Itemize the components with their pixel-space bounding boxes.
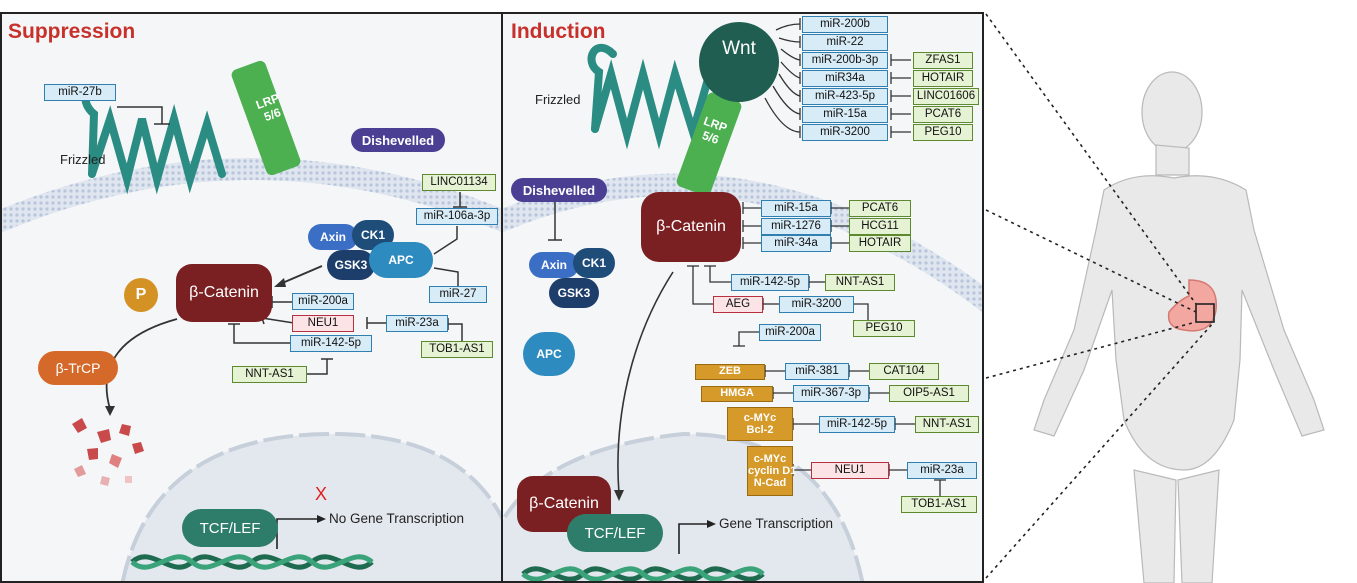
gsk3-node: GSK3 <box>327 250 375 280</box>
tcf-lef-node: TCF/LEF <box>182 509 278 547</box>
lncrna-box: LINC01606 <box>913 88 979 105</box>
mirna-box: miR-200b-3p <box>802 52 888 69</box>
frizzled-receptor-icon <box>587 43 712 150</box>
mirna-box: miR-27b <box>44 84 116 101</box>
lncrna-box: NNT-AS1 <box>825 274 895 291</box>
lrp-receptor <box>231 60 301 176</box>
lncrna-box: TOB1-AS1 <box>901 496 977 513</box>
mirna-box: miR-34a <box>761 235 831 252</box>
mirna-box: miR-3200 <box>779 296 854 313</box>
mirna-box: miR-142-5p <box>290 335 372 352</box>
target-gene-box: ZEB <box>695 364 765 380</box>
ck1-node: CK1 <box>573 248 615 278</box>
block-mark: X <box>315 484 328 504</box>
suppression-panel: Suppression miR-27b Frizzled LRP 5/6 Dis… <box>0 12 503 583</box>
target-gene-box: c-MYc Bcl-2 <box>727 407 793 441</box>
mirna-box: miR-23a <box>386 315 448 332</box>
btrcp-node: β-TrCP <box>38 351 118 385</box>
phosphate-node: P <box>124 278 158 312</box>
lncrna-box: PCAT6 <box>913 106 973 123</box>
frizzled-label: Frizzled <box>535 92 581 107</box>
lncrna-box: PEG10 <box>853 320 915 337</box>
degradation-fragments <box>72 418 144 486</box>
apc-node: APC <box>523 332 575 376</box>
mirna-box: miR-22 <box>802 34 888 51</box>
beta-catenin-node: β-Catenin <box>641 192 741 262</box>
induction-panel: Induction Wnt Frizzled LRP 5/6 miR-200b … <box>501 12 984 583</box>
mirna-box: miR-142-5p <box>731 274 809 291</box>
mirna-box: miR-27 <box>429 286 487 303</box>
mirna-box: miR-3200 <box>802 124 888 141</box>
lncrna-box: HOTAIR <box>913 70 973 87</box>
mirna-box: miR-15a <box>761 200 831 217</box>
lncrna-box: LINC01134 <box>422 174 496 191</box>
lncrna-box: HCG11 <box>849 218 911 235</box>
mirna-box: miR-381 <box>785 363 849 380</box>
lncrna-box: NNT-AS1 <box>915 416 979 433</box>
lncrna-box: OIP5-AS1 <box>889 385 969 402</box>
gsk3-node: GSK3 <box>549 278 599 308</box>
no-transcription-label: No Gene Transcription <box>329 511 465 526</box>
mirna-box: miR-367-3p <box>793 385 869 402</box>
frizzled-label: Frizzled <box>60 152 106 167</box>
human-body-icon <box>1033 71 1325 583</box>
mirna-box: miR-200a <box>292 293 354 310</box>
lncrna-box: HOTAIR <box>849 235 911 252</box>
neu1-box: NEU1 <box>811 462 889 479</box>
dishevelled-node: Dishevelled <box>511 178 607 202</box>
lncrna-box: CAT104 <box>869 363 939 380</box>
mirna-box: miR-200a <box>759 324 821 341</box>
cell-membrane <box>2 158 501 233</box>
mirna-box: miR-423-5p <box>802 88 888 105</box>
dna-helix-icon <box>521 566 765 581</box>
wnt-ligand <box>699 22 779 102</box>
target-gene-box: c-MYc cyclin D1 N-Cad <box>747 446 796 496</box>
axin-node: Axin <box>308 224 358 250</box>
tcf-lef-node: TCF/LEF <box>567 514 663 552</box>
axin-node: Axin <box>529 252 579 278</box>
lncrna-box: NNT-AS1 <box>232 366 307 383</box>
apc-node: APC <box>369 242 433 278</box>
aeg-box: AEG <box>713 296 763 313</box>
dishevelled-node: Dishevelled <box>351 128 445 152</box>
panel-title: Induction <box>511 20 606 43</box>
lncrna-box: PCAT6 <box>849 200 911 217</box>
beta-catenin-node: β-Catenin <box>176 264 272 322</box>
panel-title: Suppression <box>8 20 136 43</box>
target-gene-box: HMGA <box>701 386 773 402</box>
lncrna-box: ZFAS1 <box>913 52 973 69</box>
lncrna-box: PEG10 <box>913 124 973 141</box>
mirna-box: miR-23a <box>907 462 977 479</box>
neu1-box: NEU1 <box>292 315 354 332</box>
mirna-box: miR-15a <box>802 106 888 123</box>
transcription-label: Gene Transcription <box>719 516 834 531</box>
mirna-box: miR-106a-3p <box>416 208 498 225</box>
wnt-label: Wnt <box>722 38 756 59</box>
mirna-box: miR-200b <box>802 16 888 33</box>
mirna-box: miR34a <box>802 70 888 87</box>
lrp-receptor <box>676 92 742 196</box>
lncrna-box: TOB1-AS1 <box>421 341 493 358</box>
mirna-box: miR-142-5p <box>819 416 895 433</box>
dna-helix-icon <box>130 554 374 570</box>
mirna-box: miR-1276 <box>761 218 831 235</box>
